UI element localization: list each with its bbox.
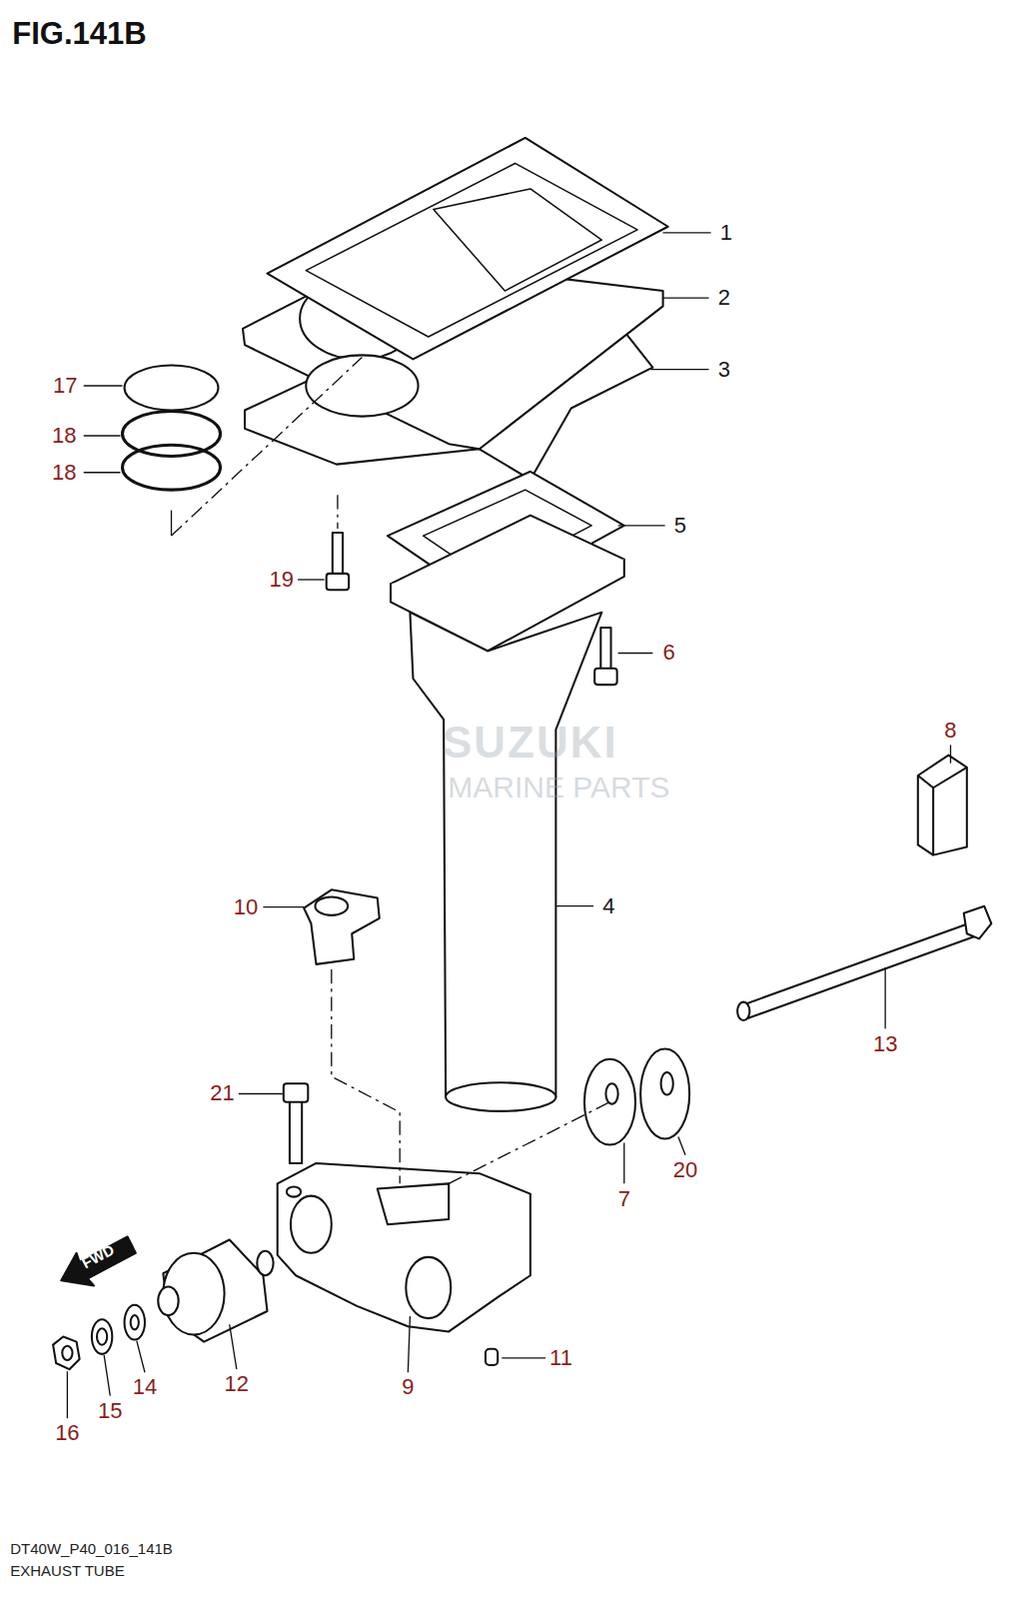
callout-number: 14 [132, 1375, 157, 1398]
figure-code: DT40W_P40_016_141B [9, 1540, 173, 1556]
callout-number: 4 [602, 895, 615, 918]
callout-number: 17 [52, 374, 77, 397]
callout-number: 9 [401, 1375, 414, 1398]
callout-number: 7 [618, 1187, 631, 1210]
callout-number: 16 [54, 1421, 79, 1444]
watermark: SUZUKI [442, 720, 619, 765]
callout-number: 2 [718, 286, 731, 309]
callout-number: 6 [663, 641, 676, 664]
callout-number: 15 [97, 1399, 122, 1422]
callout-number: 18 [51, 461, 76, 484]
callout-number: 18 [51, 424, 76, 447]
callout-number: 12 [224, 1372, 249, 1395]
watermark: MARINE PARTS [447, 772, 670, 803]
callout-number: 5 [674, 514, 687, 537]
callout-number: 13 [873, 1032, 898, 1055]
figure-title: FIG.141B [11, 17, 146, 49]
callout-number: 8 [944, 719, 957, 742]
callout-number: 19 [269, 568, 294, 591]
callout-number: 11 [549, 1346, 573, 1369]
callout-number: 1 [720, 221, 733, 244]
callout-number: 20 [673, 1158, 698, 1181]
figure-caption: EXHAUST TUBE [9, 1562, 124, 1578]
callout-number: 21 [209, 1081, 234, 1104]
callout-number: 10 [233, 896, 258, 919]
callout-number: 3 [718, 358, 731, 381]
